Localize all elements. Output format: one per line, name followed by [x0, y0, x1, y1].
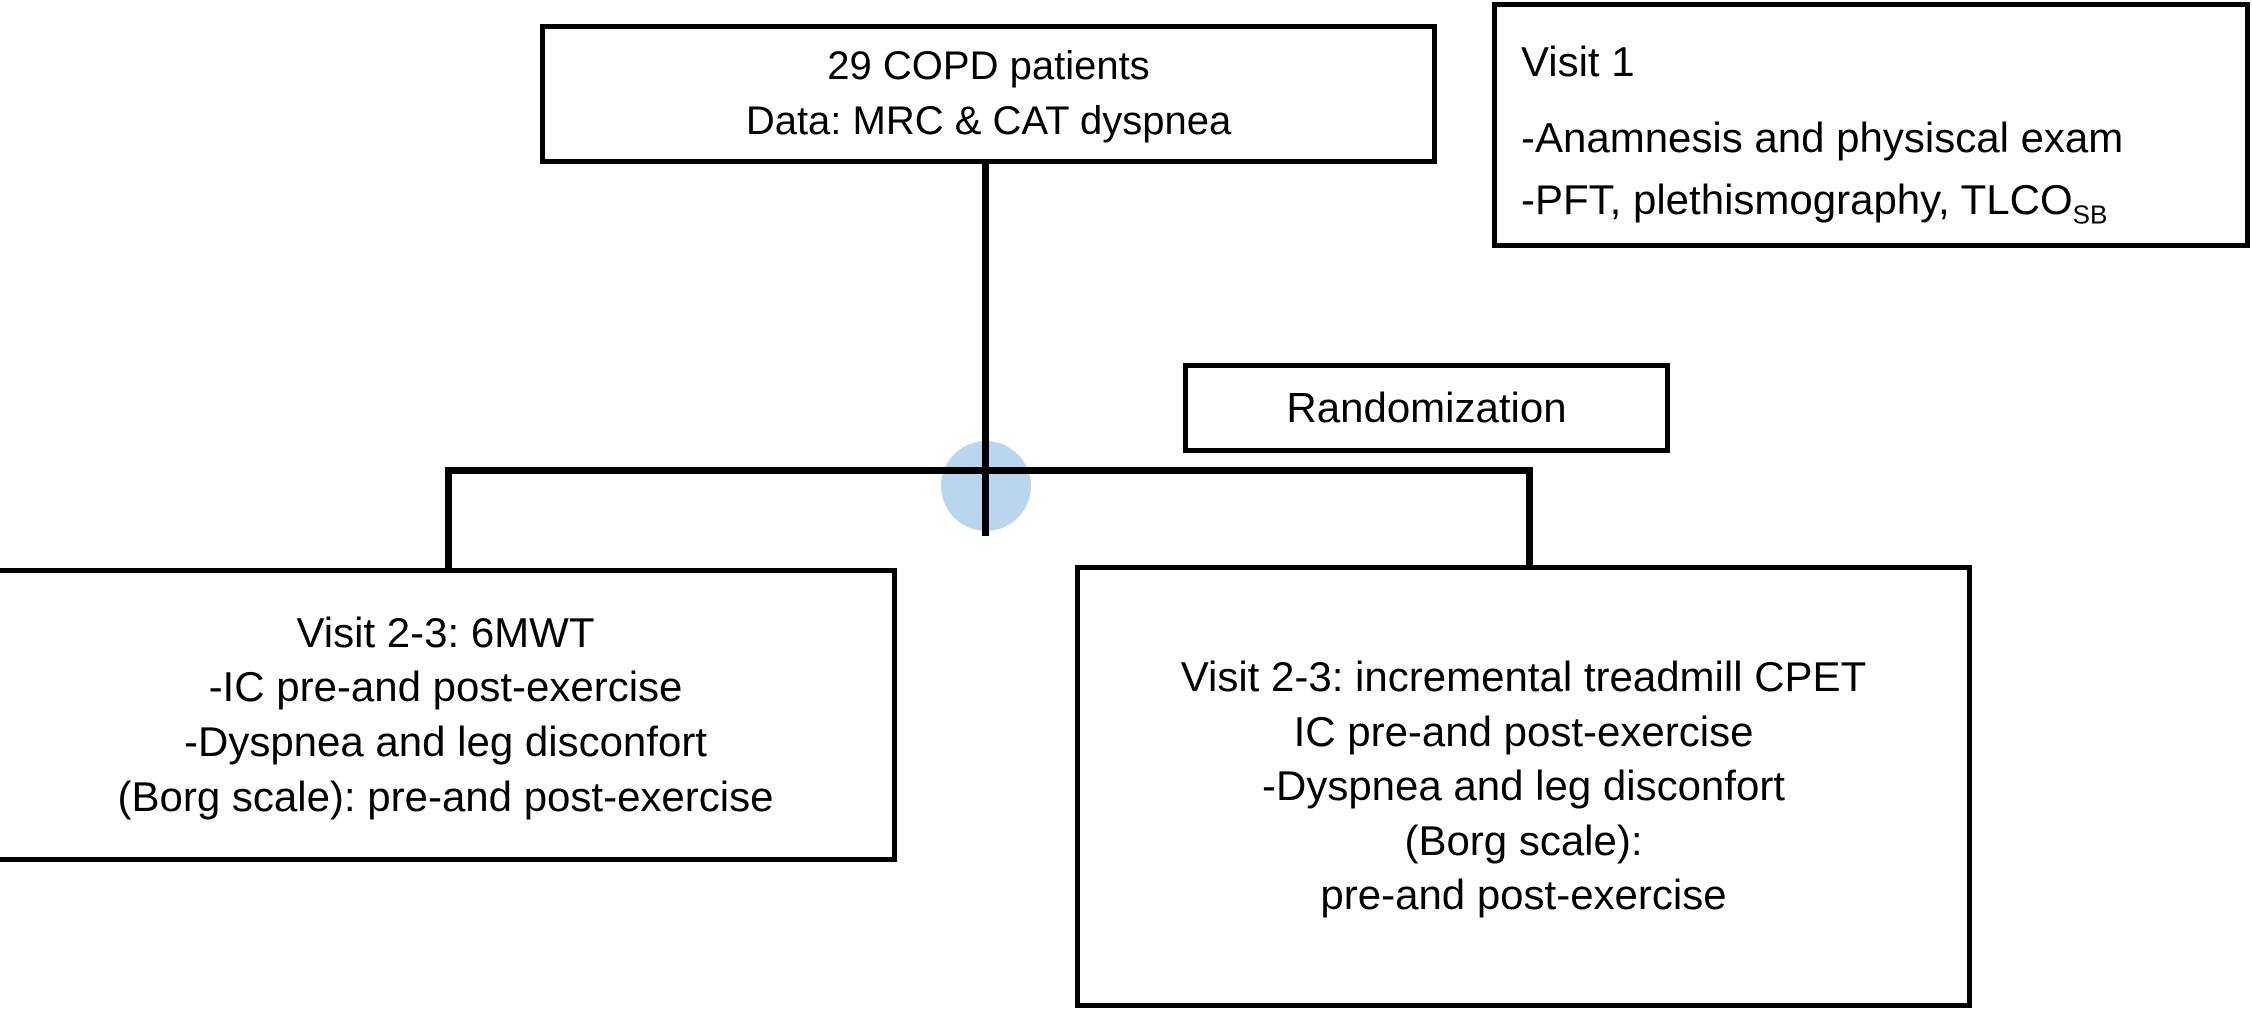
visit1-spacer: [1521, 93, 2235, 107]
right-arm-line-5: pre-and post-exercise: [1320, 871, 1727, 919]
connector-branch-bar: [445, 467, 1533, 474]
visit1-pft-text: -PFT, plethismography, TLCO: [1521, 176, 2073, 224]
randomization-label: Randomization: [1286, 383, 1567, 431]
visit1-line-anamnesis: -Anamnesis and physiscal exam: [1521, 114, 2124, 162]
connector-stem: [982, 164, 989, 536]
visit1-box: Visit 1 -Anamnesis and physiscal exam -P…: [1492, 2, 2250, 248]
right-arm-line-3: -Dyspnea and leg disconfort: [1262, 762, 1785, 810]
cohort-box: 29 COPD patients Data: MRC & CAT dyspnea: [540, 24, 1437, 164]
visit1-line-pft: -PFT, plethismography, TLCOSB: [1521, 169, 2235, 231]
visit1-pft-subscript: SB: [2072, 199, 2108, 230]
cohort-line-1: 29 COPD patients: [827, 43, 1150, 88]
right-arm-line-1: Visit 2-3: incremental treadmill CPET: [1180, 653, 1867, 701]
left-arm-line-1: Visit 2-3: 6MWT: [296, 608, 595, 656]
left-arm-line-2: -IC pre-and post-exercise: [208, 663, 683, 711]
left-arm-line-3: -Dyspnea and leg disconfort: [184, 718, 707, 765]
right-arm-line-2: IC pre-and post-exercise: [1293, 707, 1754, 755]
cohort-line-2: Data: MRC & CAT dyspnea: [745, 99, 1232, 143]
randomization-box: Randomization: [1183, 363, 1670, 453]
right-arm-box: Visit 2-3: incremental treadmill CPET IC…: [1075, 565, 1972, 1008]
right-arm-line-4: (Borg scale):: [1404, 816, 1643, 864]
connector-drop-left: [445, 467, 452, 570]
connector-drop-right: [1526, 467, 1533, 568]
left-arm-box: Visit 2-3: 6MWT -IC pre-and post-exercis…: [0, 568, 897, 862]
left-arm-line-4: (Borg scale): pre-and post-exercise: [117, 772, 774, 820]
visit1-heading: Visit 1: [1521, 38, 1635, 85]
